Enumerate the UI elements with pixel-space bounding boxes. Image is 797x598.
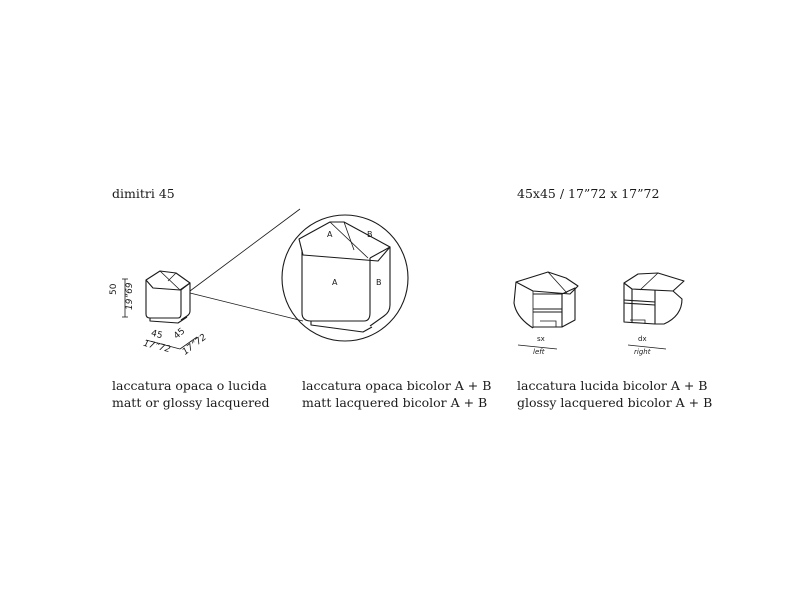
zoom-top-a-label: A	[327, 230, 333, 239]
zoom-detail	[281, 214, 409, 342]
small-cabinet-drawing	[145, 270, 191, 324]
zoom-side-b-label: B	[376, 278, 382, 287]
caption-3-line-2: glossy lacquered bicolor A + B	[517, 395, 713, 410]
caption-2-line-2: matt lacquered bicolor A + B	[302, 395, 488, 410]
caption-1-line-1: laccatura opaca o lucida	[112, 378, 267, 393]
caption-2-line-1: laccatura opaca bicolor A + B	[302, 378, 492, 393]
caption-3-line-1: laccatura lucida bicolor A + B	[517, 378, 708, 393]
left-code-label: sx	[537, 335, 545, 343]
left-underline	[517, 344, 558, 350]
right-code-label: dx	[638, 335, 647, 343]
dimensions-label: 45x45 / 17”72 x 17”72	[517, 186, 660, 201]
cabinet-left-drawing	[513, 271, 579, 329]
right-text-label: right	[634, 348, 651, 356]
height-cm-label: 50	[109, 283, 119, 295]
caption-1-line-2: matt or glossy lacquered	[112, 395, 270, 410]
zoom-lines	[189, 208, 304, 322]
right-underline	[627, 344, 667, 350]
model-name: dimitri 45	[112, 186, 175, 201]
cabinet-right-drawing	[623, 272, 685, 325]
zoom-front-a-label: A	[332, 278, 338, 287]
height-in-label: 19”69	[125, 282, 135, 310]
height-dimension-line	[122, 278, 128, 318]
zoom-top-b-label: B	[367, 230, 373, 239]
left-text-label: left	[533, 348, 545, 356]
base-dimension-lines	[145, 336, 198, 350]
